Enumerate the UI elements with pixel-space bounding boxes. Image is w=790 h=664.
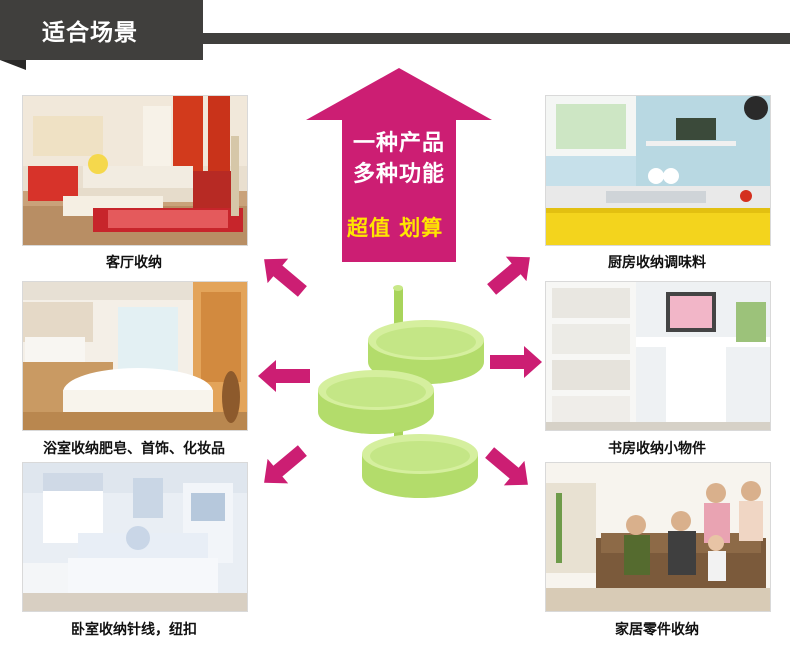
bathroom-caption: 浴室收纳肥皂、首饰、化妆品 bbox=[43, 441, 225, 457]
living-room-photo bbox=[22, 95, 248, 246]
promo-line-2: 多种功能 bbox=[352, 162, 445, 187]
arrow-to-family-home bbox=[485, 447, 528, 486]
rotating-storage-box-product bbox=[318, 285, 484, 498]
arrow-to-bathroom bbox=[258, 360, 310, 392]
promo-highlight: 超值 划算 bbox=[347, 216, 444, 240]
arrow-to-living-room bbox=[264, 258, 307, 297]
study-photo bbox=[545, 281, 771, 431]
study-caption: 书房收纳小物件 bbox=[608, 441, 706, 457]
family-home-photo bbox=[545, 462, 771, 612]
living-room-caption: 客厅收纳 bbox=[106, 255, 162, 271]
bedroom-photo bbox=[22, 462, 248, 612]
promo-line-1: 一种产品 bbox=[352, 131, 445, 156]
section-title: 适合场景 bbox=[42, 20, 138, 46]
family-home-caption: 家居零件收纳 bbox=[615, 622, 699, 638]
arrow-to-kitchen bbox=[487, 256, 530, 295]
arrow-to-bedroom bbox=[264, 445, 307, 484]
section-header-tab bbox=[0, 0, 203, 60]
header-divider-line bbox=[203, 33, 790, 44]
bathroom-photo bbox=[22, 281, 248, 431]
bedroom-caption: 卧室收纳针线，纽扣 bbox=[71, 622, 197, 638]
kitchen-caption: 厨房收纳调味料 bbox=[608, 255, 706, 271]
arrow-to-study bbox=[490, 346, 542, 378]
kitchen-photo bbox=[545, 95, 771, 246]
header-tab-fold bbox=[0, 60, 26, 70]
promo-arrow-banner bbox=[306, 68, 492, 262]
